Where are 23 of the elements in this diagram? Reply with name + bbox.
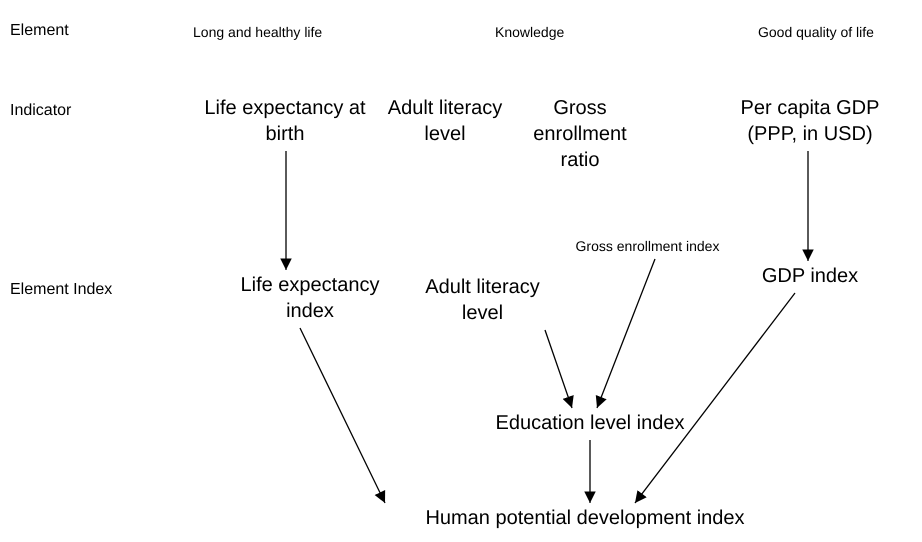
node-text: Adult literacy level bbox=[424, 275, 541, 326]
arrow bbox=[802, 151, 814, 261]
row-heading: Indicator bbox=[10, 102, 72, 120]
node-text: Human potential development index bbox=[424, 506, 746, 531]
node-text: Life expectancy index bbox=[240, 273, 380, 324]
column-heading: Knowledge bbox=[495, 24, 564, 40]
node-text: Education level index bbox=[494, 411, 686, 436]
node-text: Gross enrollment index bbox=[574, 237, 720, 256]
row-heading: Element bbox=[10, 22, 69, 40]
node-text: Per capita GDP (PPP, in USD) bbox=[740, 96, 880, 147]
node-text: Gross enrollment ratio bbox=[532, 96, 628, 173]
column-heading: Long and healthy life bbox=[193, 24, 322, 40]
arrow bbox=[299, 328, 386, 504]
arrow bbox=[596, 258, 656, 408]
arrow bbox=[584, 440, 596, 503]
row-heading: Element Index bbox=[10, 281, 112, 299]
node-text: Life expectancy at birth bbox=[203, 96, 367, 147]
arrow bbox=[544, 330, 574, 408]
arrow bbox=[634, 292, 796, 504]
column-heading: Good quality of life bbox=[758, 24, 874, 40]
node-text: GDP index bbox=[760, 264, 860, 289]
node-text: Adult literacy level bbox=[386, 96, 504, 147]
arrow bbox=[280, 151, 292, 270]
